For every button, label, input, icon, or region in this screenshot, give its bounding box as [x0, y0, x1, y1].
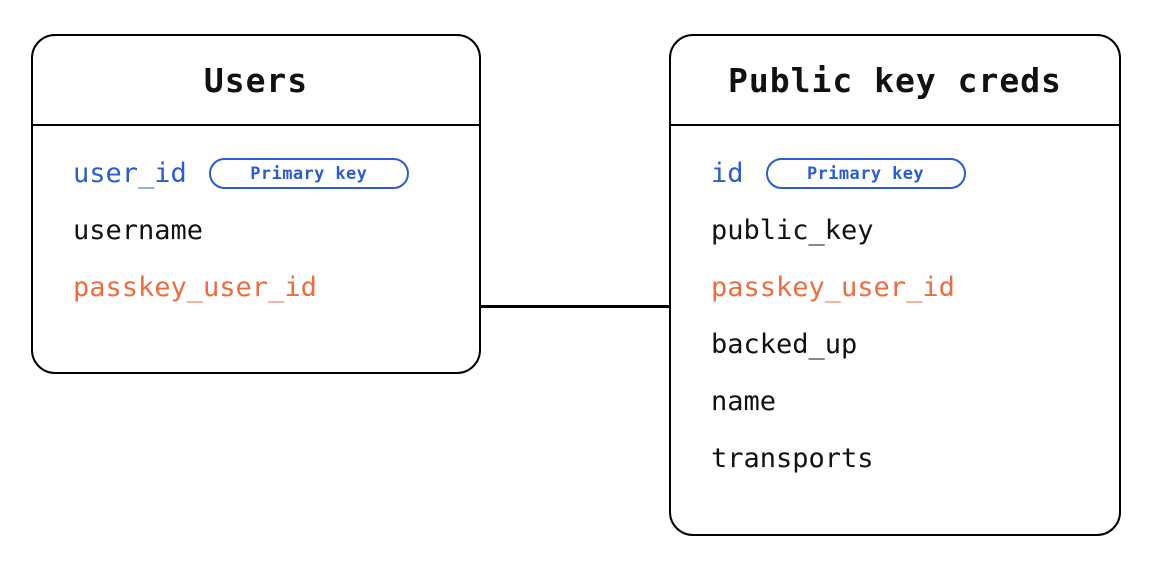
- field-name-passkey-user-id: passkey_user_id: [711, 272, 955, 303]
- entity-card-public-key-creds[interactable]: Public key creds id Primary key public_k…: [669, 34, 1121, 536]
- entity-header-users: Users: [33, 36, 479, 126]
- field-name-backed-up: backed_up: [711, 329, 858, 360]
- field-name-passkey-user-id: passkey_user_id: [73, 272, 317, 303]
- primary-key-badge-user-id: Primary key: [208, 158, 409, 189]
- field-row-passkey-user-id[interactable]: passkey_user_id: [33, 259, 479, 316]
- entity-title-users: Users: [203, 60, 309, 100]
- entity-title-public-key-creds: Public key creds: [728, 60, 1062, 100]
- field-name-name: name: [711, 386, 777, 417]
- primary-key-badge-label: Primary key: [250, 163, 368, 184]
- field-row-username[interactable]: username: [33, 202, 479, 259]
- entity-card-users[interactable]: Users user_id Primary key username passk…: [31, 34, 481, 374]
- field-name-username: username: [73, 215, 204, 246]
- field-row-backed-up[interactable]: backed_up: [671, 316, 1119, 373]
- entity-field-list-public-key-creds: id Primary key public_key passkey_user_i…: [671, 126, 1119, 505]
- primary-key-badge-label: Primary key: [807, 163, 924, 184]
- field-row-transports[interactable]: transports: [671, 430, 1119, 487]
- entity-field-list-users: user_id Primary key username passkey_use…: [33, 126, 479, 334]
- field-row-passkey-user-id[interactable]: passkey_user_id: [671, 259, 1119, 316]
- entity-header-public-key-creds: Public key creds: [671, 36, 1119, 126]
- field-name-transports: transports: [711, 443, 874, 474]
- relationship-connector-passkey-user-id: [479, 305, 671, 308]
- field-row-user-id[interactable]: user_id Primary key: [33, 145, 479, 202]
- field-row-name[interactable]: name: [671, 373, 1119, 430]
- primary-key-badge-id: Primary key: [765, 158, 966, 189]
- field-name-public-key: public_key: [711, 215, 874, 246]
- field-row-id[interactable]: id Primary key: [671, 145, 1119, 202]
- field-name-id: id: [711, 158, 744, 189]
- field-name-user-id: user_id: [73, 158, 187, 189]
- field-row-public-key[interactable]: public_key: [671, 202, 1119, 259]
